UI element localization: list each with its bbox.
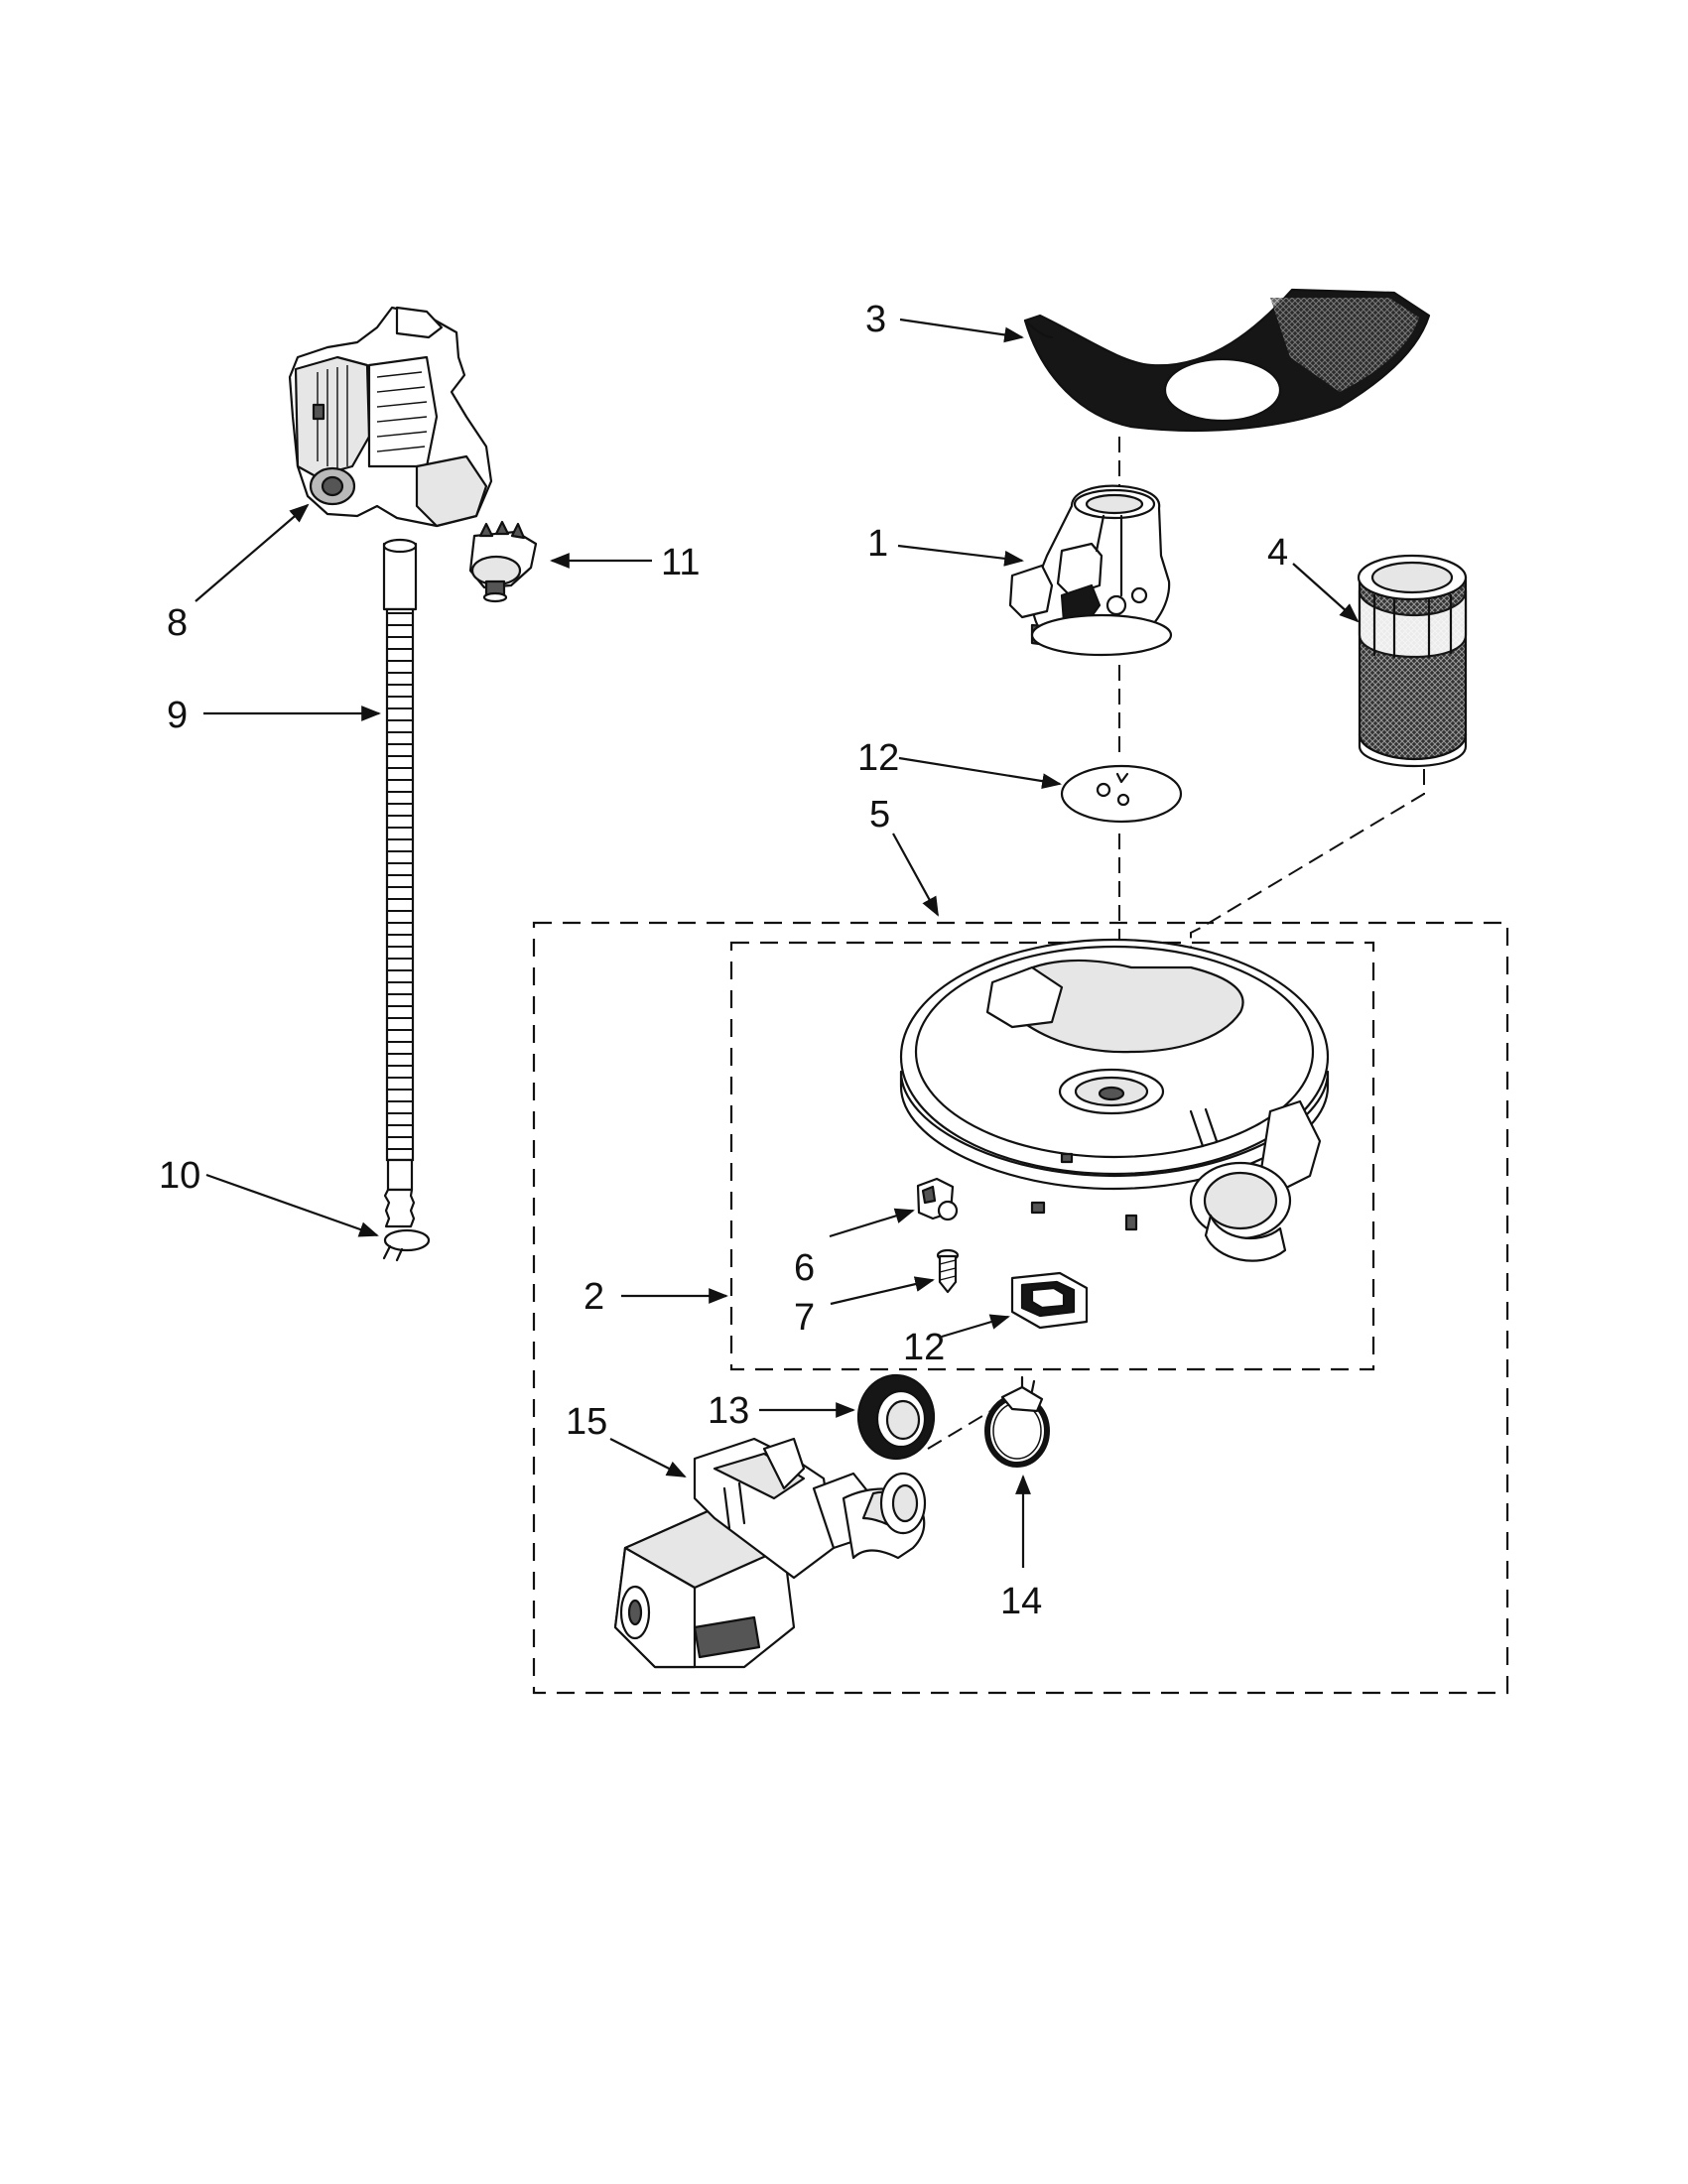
leader-7	[830, 1276, 935, 1306]
callout-12-upper: 12	[857, 737, 899, 779]
callout-3: 3	[865, 299, 886, 340]
part-9-drain-hose	[382, 538, 418, 1228]
callout-10: 10	[159, 1155, 200, 1197]
assembly-2-outline	[729, 941, 1375, 1371]
callout-6: 6	[794, 1247, 815, 1289]
leader-12a	[898, 756, 1062, 789]
callout-11: 11	[661, 542, 700, 583]
callout-2: 2	[584, 1276, 604, 1318]
part-12-connector-lower	[1010, 1271, 1089, 1330]
leader-3	[899, 318, 1024, 343]
sump-base	[899, 938, 1330, 1262]
leader-12b	[941, 1314, 1010, 1339]
leader-lines	[195, 318, 1360, 1568]
callout-5: 5	[869, 794, 890, 835]
leader-6	[829, 1208, 915, 1238]
leader-8	[195, 503, 310, 602]
part-11-sensor	[468, 520, 538, 603]
part-7-screw	[936, 1248, 960, 1294]
part-12-disc-upper	[1060, 764, 1183, 824]
callout-1: 1	[867, 523, 888, 565]
callout-4: 4	[1267, 532, 1288, 574]
leader-1	[897, 544, 1024, 567]
part-14-clamp	[984, 1375, 1050, 1468]
callout-7: 7	[794, 1297, 815, 1339]
part-6-clip	[916, 1177, 959, 1221]
part-3-shield	[1023, 288, 1431, 433]
part-1-manifold	[1008, 484, 1173, 657]
callout-9: 9	[167, 695, 188, 736]
part-4-filter	[1357, 554, 1468, 768]
part-15-pump	[613, 1437, 927, 1669]
part-13-seal	[856, 1373, 936, 1461]
leader-15	[609, 1438, 687, 1477]
callout-12-lower: 12	[903, 1327, 945, 1368]
leader-10	[205, 1173, 379, 1237]
callout-13: 13	[708, 1390, 749, 1432]
callout-15: 15	[566, 1401, 607, 1443]
part-10-hose-clamp	[382, 1228, 431, 1262]
leader-5	[892, 833, 939, 917]
part-8-diverter-motor	[288, 306, 493, 528]
leader-4	[1292, 563, 1360, 623]
assembly-5-outline	[532, 921, 1509, 1695]
callout-labels: 8 9 10 11 3 1 4 12 5 6 7 12 2 13 15 14	[159, 299, 1288, 1622]
callout-14: 14	[1000, 1581, 1042, 1622]
callout-8: 8	[167, 602, 188, 644]
